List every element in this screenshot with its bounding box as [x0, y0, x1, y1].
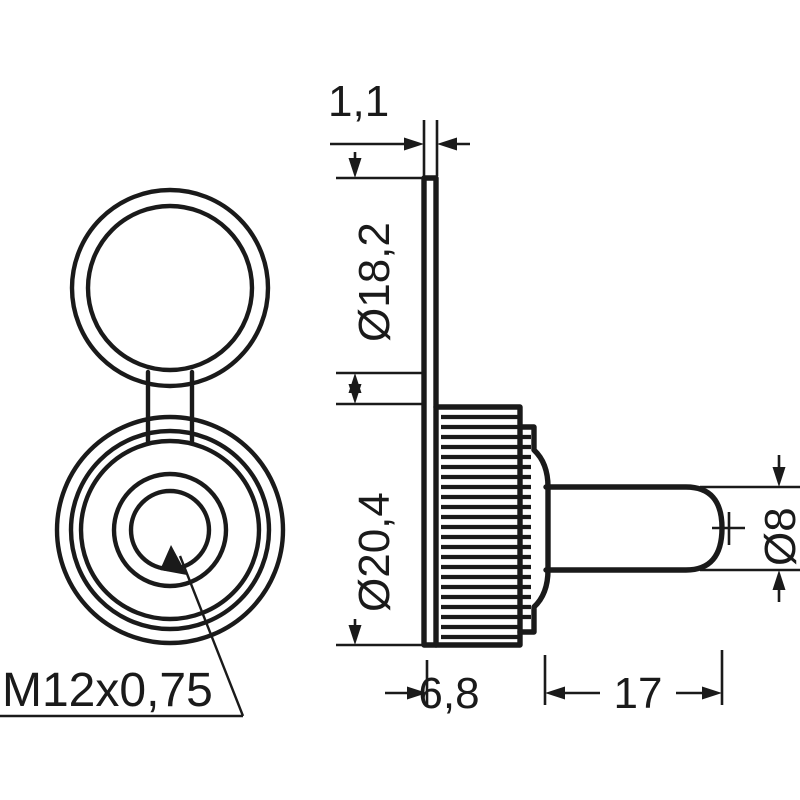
- cover-cap-inner-circle: [85, 203, 255, 373]
- dim-17-arrow-left: [545, 686, 565, 700]
- side-view-group: [421, 175, 725, 648]
- dim-1-1-arrow-right: [437, 137, 457, 151]
- dim-6-8-label: 6,8: [418, 669, 479, 718]
- dimensions-group: 1,1 Ø18,2 Ø20,4: [328, 77, 800, 718]
- bushing-concentric-rings: [54, 414, 286, 646]
- dim-d8-arrow-top: [772, 467, 786, 487]
- thread-callout-label: M12x0,75: [2, 664, 213, 717]
- dimension-1-1: 1,1: [328, 77, 470, 176]
- dimension-17: 17: [545, 650, 724, 718]
- dim-1-1-arrow-left: [404, 137, 424, 151]
- front-view-group: M12x0,75: [0, 187, 286, 718]
- dim-d8-label: Ø8: [756, 507, 800, 566]
- shaft-profile: [543, 484, 725, 573]
- tether-strap: [145, 369, 195, 445]
- dimension-6-8: 6,8: [385, 655, 547, 718]
- bushing-ring-3: [78, 438, 262, 622]
- dim-d8-arrow-bottom: [772, 570, 786, 590]
- dimension-d20-4: Ø20,4: [336, 378, 422, 647]
- cover-cap-ring: [69, 187, 271, 389]
- bushing-ring-1-outer: [54, 414, 286, 646]
- dim-17-label: 17: [614, 669, 663, 718]
- bushing-ring-4-thread-major: [111, 471, 229, 589]
- bushing-ring-2: [68, 428, 272, 632]
- dim-1-1-label: 1,1: [328, 77, 389, 126]
- dim-d20-4-arrow-top: [348, 384, 362, 404]
- thread-leader-arrowhead: [160, 545, 187, 575]
- thread-leader-line: [178, 555, 245, 717]
- dim-d20-4-label: Ø20,4: [350, 492, 399, 612]
- dim-6-8-arrow-left: [407, 686, 427, 700]
- dim-d20-4-arrow-bottom: [348, 625, 362, 645]
- dim-d18-2-arrow-top: [348, 158, 362, 178]
- knob-shoulder-collar: [517, 424, 551, 635]
- dim-d18-2-label: Ø18,2: [350, 222, 399, 342]
- cover-plate-profile: [421, 175, 439, 648]
- dimension-d18-2: Ø18,2: [336, 152, 422, 399]
- cover-cap-outer-circle: [69, 187, 271, 389]
- knurl-hatching: [441, 414, 531, 640]
- dimension-d8: Ø8: [700, 455, 800, 602]
- dim-17-arrow-right: [702, 686, 722, 700]
- thread-callout-leader: [0, 545, 245, 718]
